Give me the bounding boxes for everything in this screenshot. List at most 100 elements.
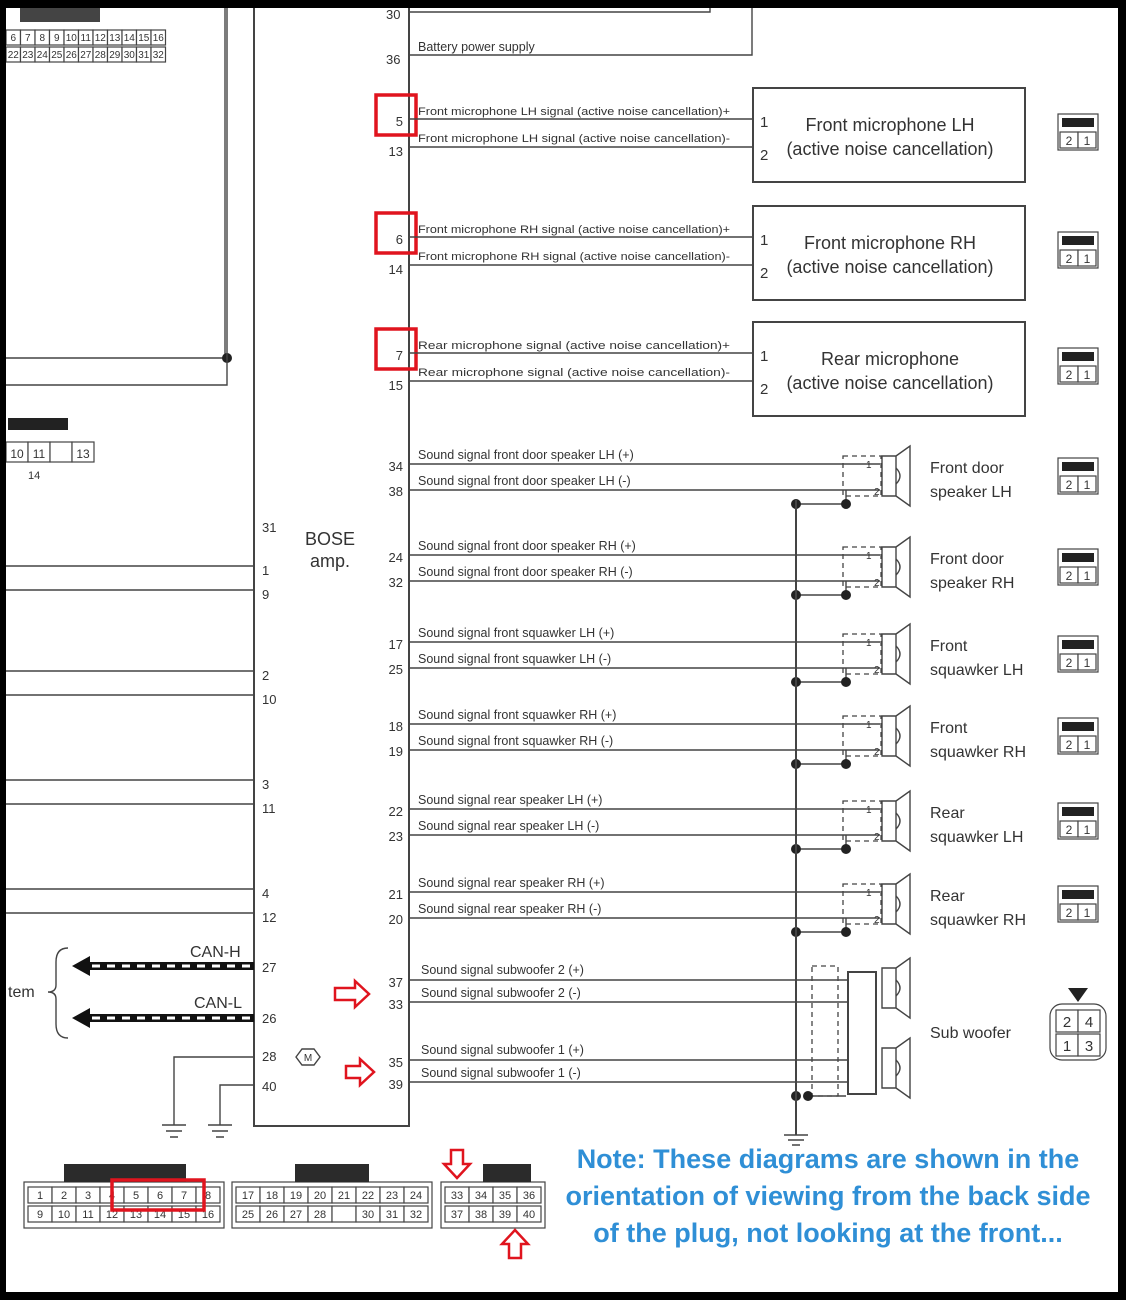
ground-icon [208,1124,232,1138]
connector-label: 10 [58,1209,70,1221]
speaker-connector-lock-icon [1062,553,1094,562]
connector-cell [516,1186,542,1204]
signal-label: Front microphone RH signal (active noise… [418,251,730,263]
mic-connector-pin-label: 2 [1066,252,1073,266]
junction-dot [841,677,851,687]
amp-pin-label: 40 [262,1079,276,1094]
speaker-connector-pin-label: 1 [1084,656,1091,670]
speaker-connector-lock-icon [1062,722,1094,731]
speaker-connector-cell [1077,903,1097,921]
motor-symbol-label: M [304,1053,312,1064]
junction-dot [841,759,851,769]
tl-connector-label: 23 [22,50,34,61]
tl-connector-label: 15 [138,33,150,44]
subwoofer-connector-body [847,971,877,1095]
left-wire-loop-2 [6,8,228,386]
junction-dot [841,927,851,937]
connector-label: 24 [410,1190,422,1202]
terminal-label: 2 [760,265,768,282]
mic-connector-cell [1077,249,1097,267]
component-name: Front microphone LH [805,115,974,135]
connector-label: 40 [523,1209,535,1221]
tl-connector-label: 31 [138,50,150,61]
note-line-3: of the plug, not looking at the front... [593,1218,1062,1248]
connector-label: 15 [178,1209,190,1221]
terminal-label: 1 [760,348,768,365]
connector-lock-tab [20,8,100,22]
amp-pin-label: 4 [262,886,269,901]
amp-name: BOSE [305,529,355,549]
speaker-connector-pin-label: 2 [1066,478,1073,492]
speaker-name: squawker LH [930,662,1023,679]
tl-connector-label: 9 [54,33,60,44]
speaker-coil-icon [895,812,901,830]
connector-label: 7 [181,1190,187,1202]
pin-label: 25 [389,662,403,677]
tl-connector-label: 12 [95,33,107,44]
signal-label: Sound signal front squawker LH (+) [418,626,614,640]
component-name: (active noise cancellation) [786,257,993,277]
pin-label: 17 [389,637,403,652]
connector-label: 26 [266,1209,278,1221]
mic-component-box [752,87,1026,183]
pin-label: 37 [389,975,403,990]
speaker-circuit: 17 25 Sound signal front squawker LH (+) So… [389,622,1099,687]
terminal-label: 2 [760,147,768,164]
speaker-icon [881,704,911,768]
battery-supply-row: 30 36 Battery power supply [386,0,753,67]
amp-pin-label: 10 [262,692,276,707]
pin-label: 13 [389,144,403,159]
amp-pin-label: 31 [262,520,276,535]
speaker-name: Rear [930,805,965,822]
pin-label: 35 [389,1055,403,1070]
speaker-connector-cell [1077,820,1097,838]
speaker-coil-icon [895,1059,901,1077]
speaker-connector-pin-label: 2 [1066,738,1073,752]
terminal-label: 2 [874,578,880,589]
signal-label: Sound signal front squawker LH (-) [418,652,611,666]
tl-connector-label: 26 [66,50,78,61]
speaker-coil-icon [895,558,901,576]
amp-pin-label: 12 [262,910,276,925]
connector-label: 11 [82,1209,93,1221]
amp-grounds: M [162,1048,321,1138]
pin-highlight [374,327,418,371]
chassis-ground-icon [784,1134,808,1146]
connector-cell [331,1205,357,1223]
connector-label: 18 [266,1190,278,1202]
speaker-coil-icon [895,645,901,663]
speaker-connector-lock-icon [1062,890,1094,899]
ground-wire [219,1084,254,1125]
speaker-connector-cell [1077,475,1097,493]
connector-label: 33 [451,1190,463,1202]
terminal-label: 1 [760,114,768,131]
tl-connector-label: 14 [124,33,136,44]
tl-connector-label: 7 [25,33,31,44]
speaker-connector-lock-icon [1062,640,1094,649]
speaker-icon [881,872,911,936]
connector-label: 25 [242,1209,254,1221]
signal-label: Sound signal front squawker RH (+) [418,708,616,722]
junction-dot [841,844,851,854]
signal-label: Sound signal subwoofer 2 (+) [421,963,584,977]
connector-label: 3 [85,1190,91,1202]
speaker-connector-cell [1077,653,1097,671]
amp-pin-label: 26 [262,1011,276,1026]
speaker-connector-lock-icon [1062,462,1094,471]
bose-amp-box [253,0,410,1127]
tl-connector-label: 10 [66,33,78,44]
connector-label: 32 [410,1209,422,1221]
speaker-coil-icon [895,895,901,913]
mic-connector-pin-label: 2 [1066,134,1073,148]
amp-pin-label: 1 [262,563,269,578]
speaker-connector-pin-label: 1 [1084,823,1091,837]
connector-label: 12 [106,1209,118,1221]
junction-dot [803,1091,813,1101]
speaker-connector-pin-label: 2 [1066,569,1073,583]
